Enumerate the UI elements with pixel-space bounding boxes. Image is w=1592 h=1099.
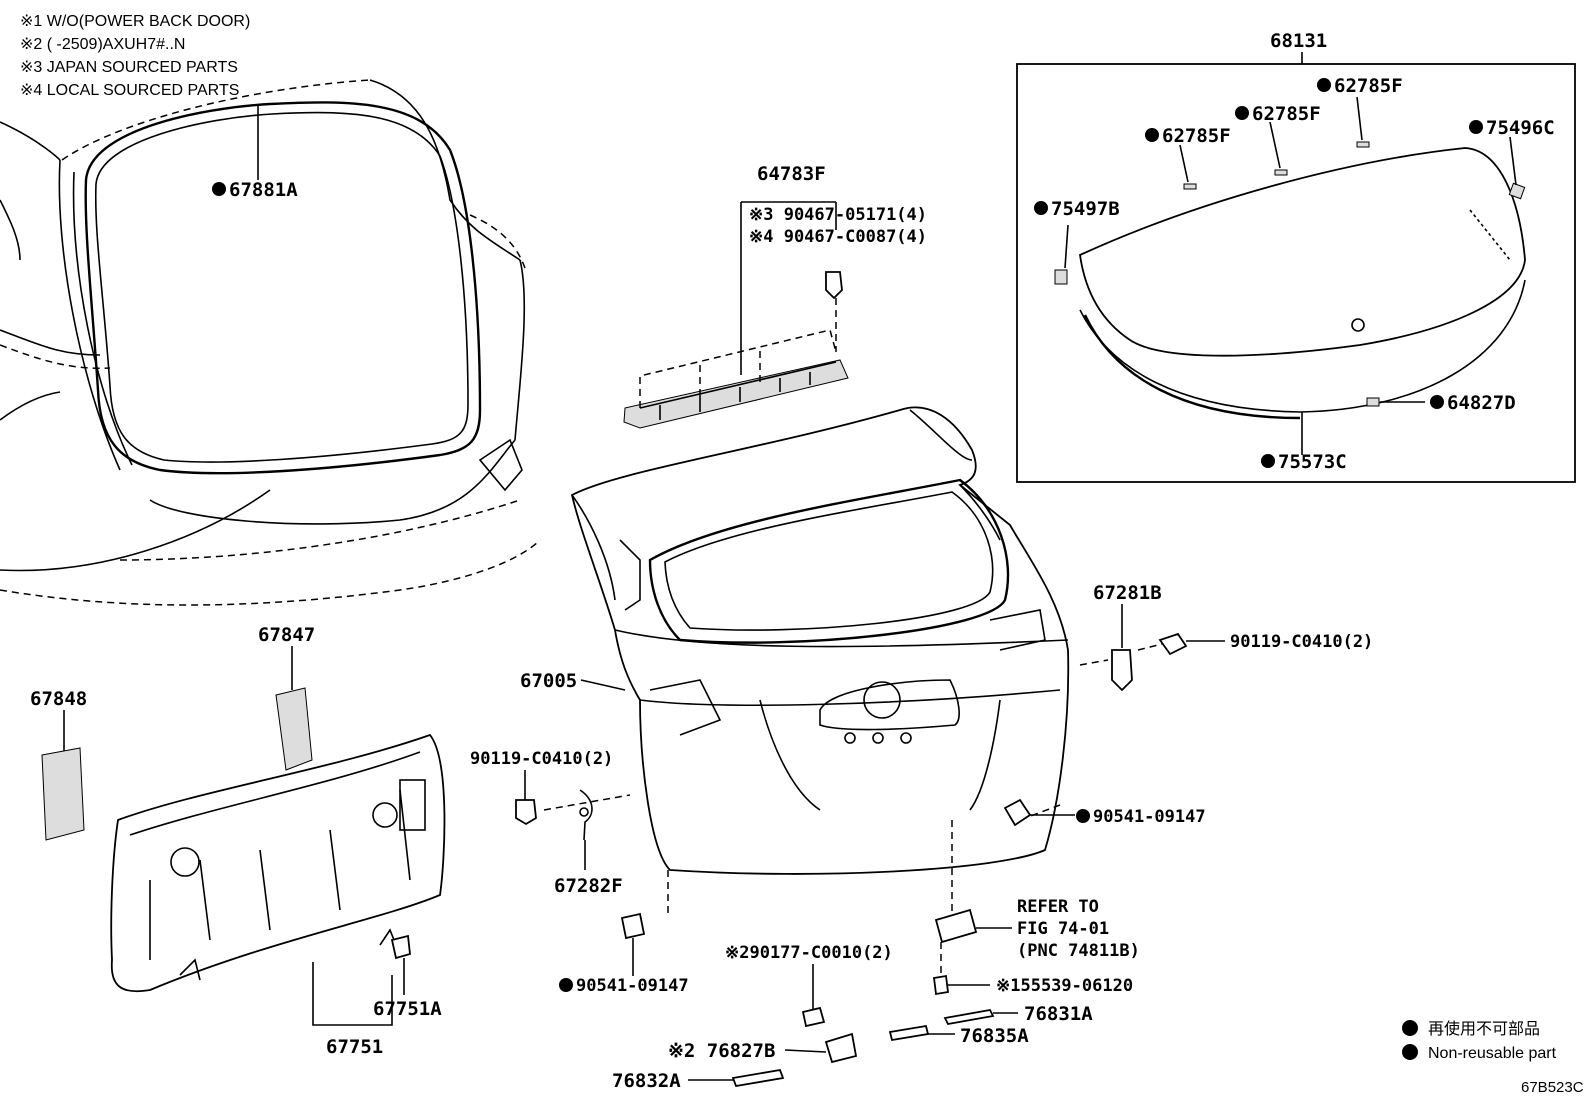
legend-line-en: Non-reusable part <box>1428 1045 1557 1062</box>
part-label-67005[interactable]: 67005 <box>520 670 577 692</box>
part-label-67751[interactable]: 67751 <box>326 1036 383 1058</box>
non-reusable-dot-icon <box>1402 1044 1418 1060</box>
note-2: ※2 ( -2509)AXUH7#..N <box>20 36 185 53</box>
part-label-90119-right[interactable]: 90119-C0410(2) <box>1230 632 1373 652</box>
part-label-155539[interactable]: ※155539-06120 <box>996 976 1133 996</box>
back-door-glass <box>1079 147 1526 357</box>
group-refer-74811B: REFER TO FIG 74-01 (PNC 74811B) ※155539-… <box>888 897 1140 1047</box>
refer-line-1: REFER TO <box>1017 897 1099 917</box>
part-label-90119-left[interactable]: 90119-C0410(2) <box>470 749 613 769</box>
non-reusable-dot-icon <box>1076 809 1090 823</box>
non-reusable-dot-icon <box>1430 395 1444 409</box>
switch-74811B <box>934 908 978 944</box>
non-reusable-dot-icon <box>1402 1020 1418 1036</box>
non-reusable-dot-icon <box>1145 128 1159 142</box>
part-label-67282F[interactable]: 67282F <box>554 875 623 897</box>
legend-line-jp: 再使用不可部品 <box>1428 1020 1540 1038</box>
refer-line-3[interactable]: (PNC 74811B) <box>1017 941 1140 961</box>
bolt-90119-right <box>1158 632 1188 656</box>
part-label-62785F-c[interactable]: 62785F <box>1334 75 1403 97</box>
clip-67751A <box>390 934 411 960</box>
part-label-67281B[interactable]: 67281B <box>1093 582 1162 604</box>
garnish-76827B <box>824 1032 858 1064</box>
clip-155539 <box>932 974 950 996</box>
figure-code: 67B523C <box>1521 1079 1584 1096</box>
note-1: ※1 W/O(POWER BACK DOOR) <box>20 13 250 30</box>
cover-67848 <box>41 747 85 841</box>
non-reusable-dot-icon <box>212 182 226 196</box>
group-68131: 68131 62785F 62785F 62785F 75496C 75497B <box>1016 30 1576 483</box>
part-label-90467-05171[interactable]: ※3 90467-05171(4) <box>749 205 927 225</box>
part-label-76831A[interactable]: 76831A <box>1024 1003 1093 1025</box>
group-67751: 67847 67848 67751A 67751 <box>30 624 446 1058</box>
non-reusable-dot-icon <box>1261 454 1275 468</box>
part-label-76835A[interactable]: 76835A <box>960 1025 1029 1047</box>
group-67281B: 67281B 90119-C0410(2) <box>1093 582 1373 692</box>
trim-board-67751 <box>110 733 446 993</box>
part-label-67847[interactable]: 67847 <box>258 624 315 646</box>
non-reusable-dot-icon <box>1317 78 1331 92</box>
part-label-76832A[interactable]: 76832A <box>612 1070 681 1092</box>
group-68131-box <box>1016 63 1576 483</box>
part-label-62785F-b[interactable]: 62785F <box>1252 103 1321 125</box>
part-label-76827B[interactable]: ※2 76827B <box>668 1040 775 1062</box>
vehicle-body-drawing <box>0 79 541 606</box>
notes-block: ※1 W/O(POWER BACK DOOR) ※2 ( -2509)AXUH7… <box>20 13 250 99</box>
non-reusable-dot-icon <box>1034 201 1048 215</box>
gasket-76832A <box>731 1068 785 1088</box>
weatherstrip-67881A: 67881A <box>84 101 482 475</box>
back-door-67005: 67005 <box>520 406 1109 920</box>
group-67282F: 90119-C0410(2) 67282F <box>470 749 623 897</box>
part-label-64783F[interactable]: 64783F <box>757 163 826 185</box>
part-label-75573C[interactable]: 75573C <box>1278 451 1347 473</box>
part-label-90541-right[interactable]: 90541-09147 <box>1093 807 1206 827</box>
part-label-290177[interactable]: ※290177-C0010(2) <box>725 943 893 963</box>
bolt-90119-left <box>515 799 537 826</box>
part-label-67848[interactable]: 67848 <box>30 688 87 710</box>
clip-290177 <box>801 1006 826 1028</box>
hinge-67281B <box>1111 649 1133 692</box>
group-64783F: 64783F ※3 90467-05171(4) ※4 90467-C0087(… <box>623 163 927 429</box>
note-3: ※3 JAPAN SOURCED PARTS <box>20 59 238 76</box>
cover-67847 <box>275 687 313 771</box>
part-label-64827D[interactable]: 64827D <box>1447 392 1516 414</box>
part-label-90541-left[interactable]: 90541-09147 <box>576 976 689 996</box>
group-90541-left: 90541-09147 <box>559 912 689 996</box>
note-4: ※4 LOCAL SOURCED PARTS <box>20 82 239 99</box>
gasket-76835A <box>888 1024 930 1042</box>
clip-90467 <box>825 271 843 300</box>
part-label-75497B[interactable]: 75497B <box>1051 198 1120 220</box>
non-reusable-dot-icon <box>559 978 573 992</box>
part-label-62785F-a[interactable]: 62785F <box>1162 125 1231 147</box>
group-90541-right: 90541-09147 <box>1003 798 1206 827</box>
refer-line-2: FIG 74-01 <box>1017 919 1109 939</box>
part-label-90467-C0087[interactable]: ※4 90467-C0087(4) <box>749 227 927 247</box>
legend: 再使用不可部品 Non-reusable part <box>1402 1020 1557 1062</box>
part-label-75496C[interactable]: 75496C <box>1486 117 1555 139</box>
part-label-67751A[interactable]: 67751A <box>373 998 442 1020</box>
cushion-90541-left <box>620 912 646 940</box>
non-reusable-dot-icon <box>1235 106 1249 120</box>
spoiler-cover-64783F <box>623 359 849 429</box>
gasket-76831A <box>943 1008 995 1026</box>
part-label-67881A[interactable]: 67881A <box>229 179 298 201</box>
non-reusable-dot-icon <box>1469 120 1483 134</box>
part-label-68131[interactable]: 68131 <box>1270 30 1327 52</box>
group-76827B: ※290177-C0010(2) ※2 76827B 76832A <box>612 943 893 1092</box>
